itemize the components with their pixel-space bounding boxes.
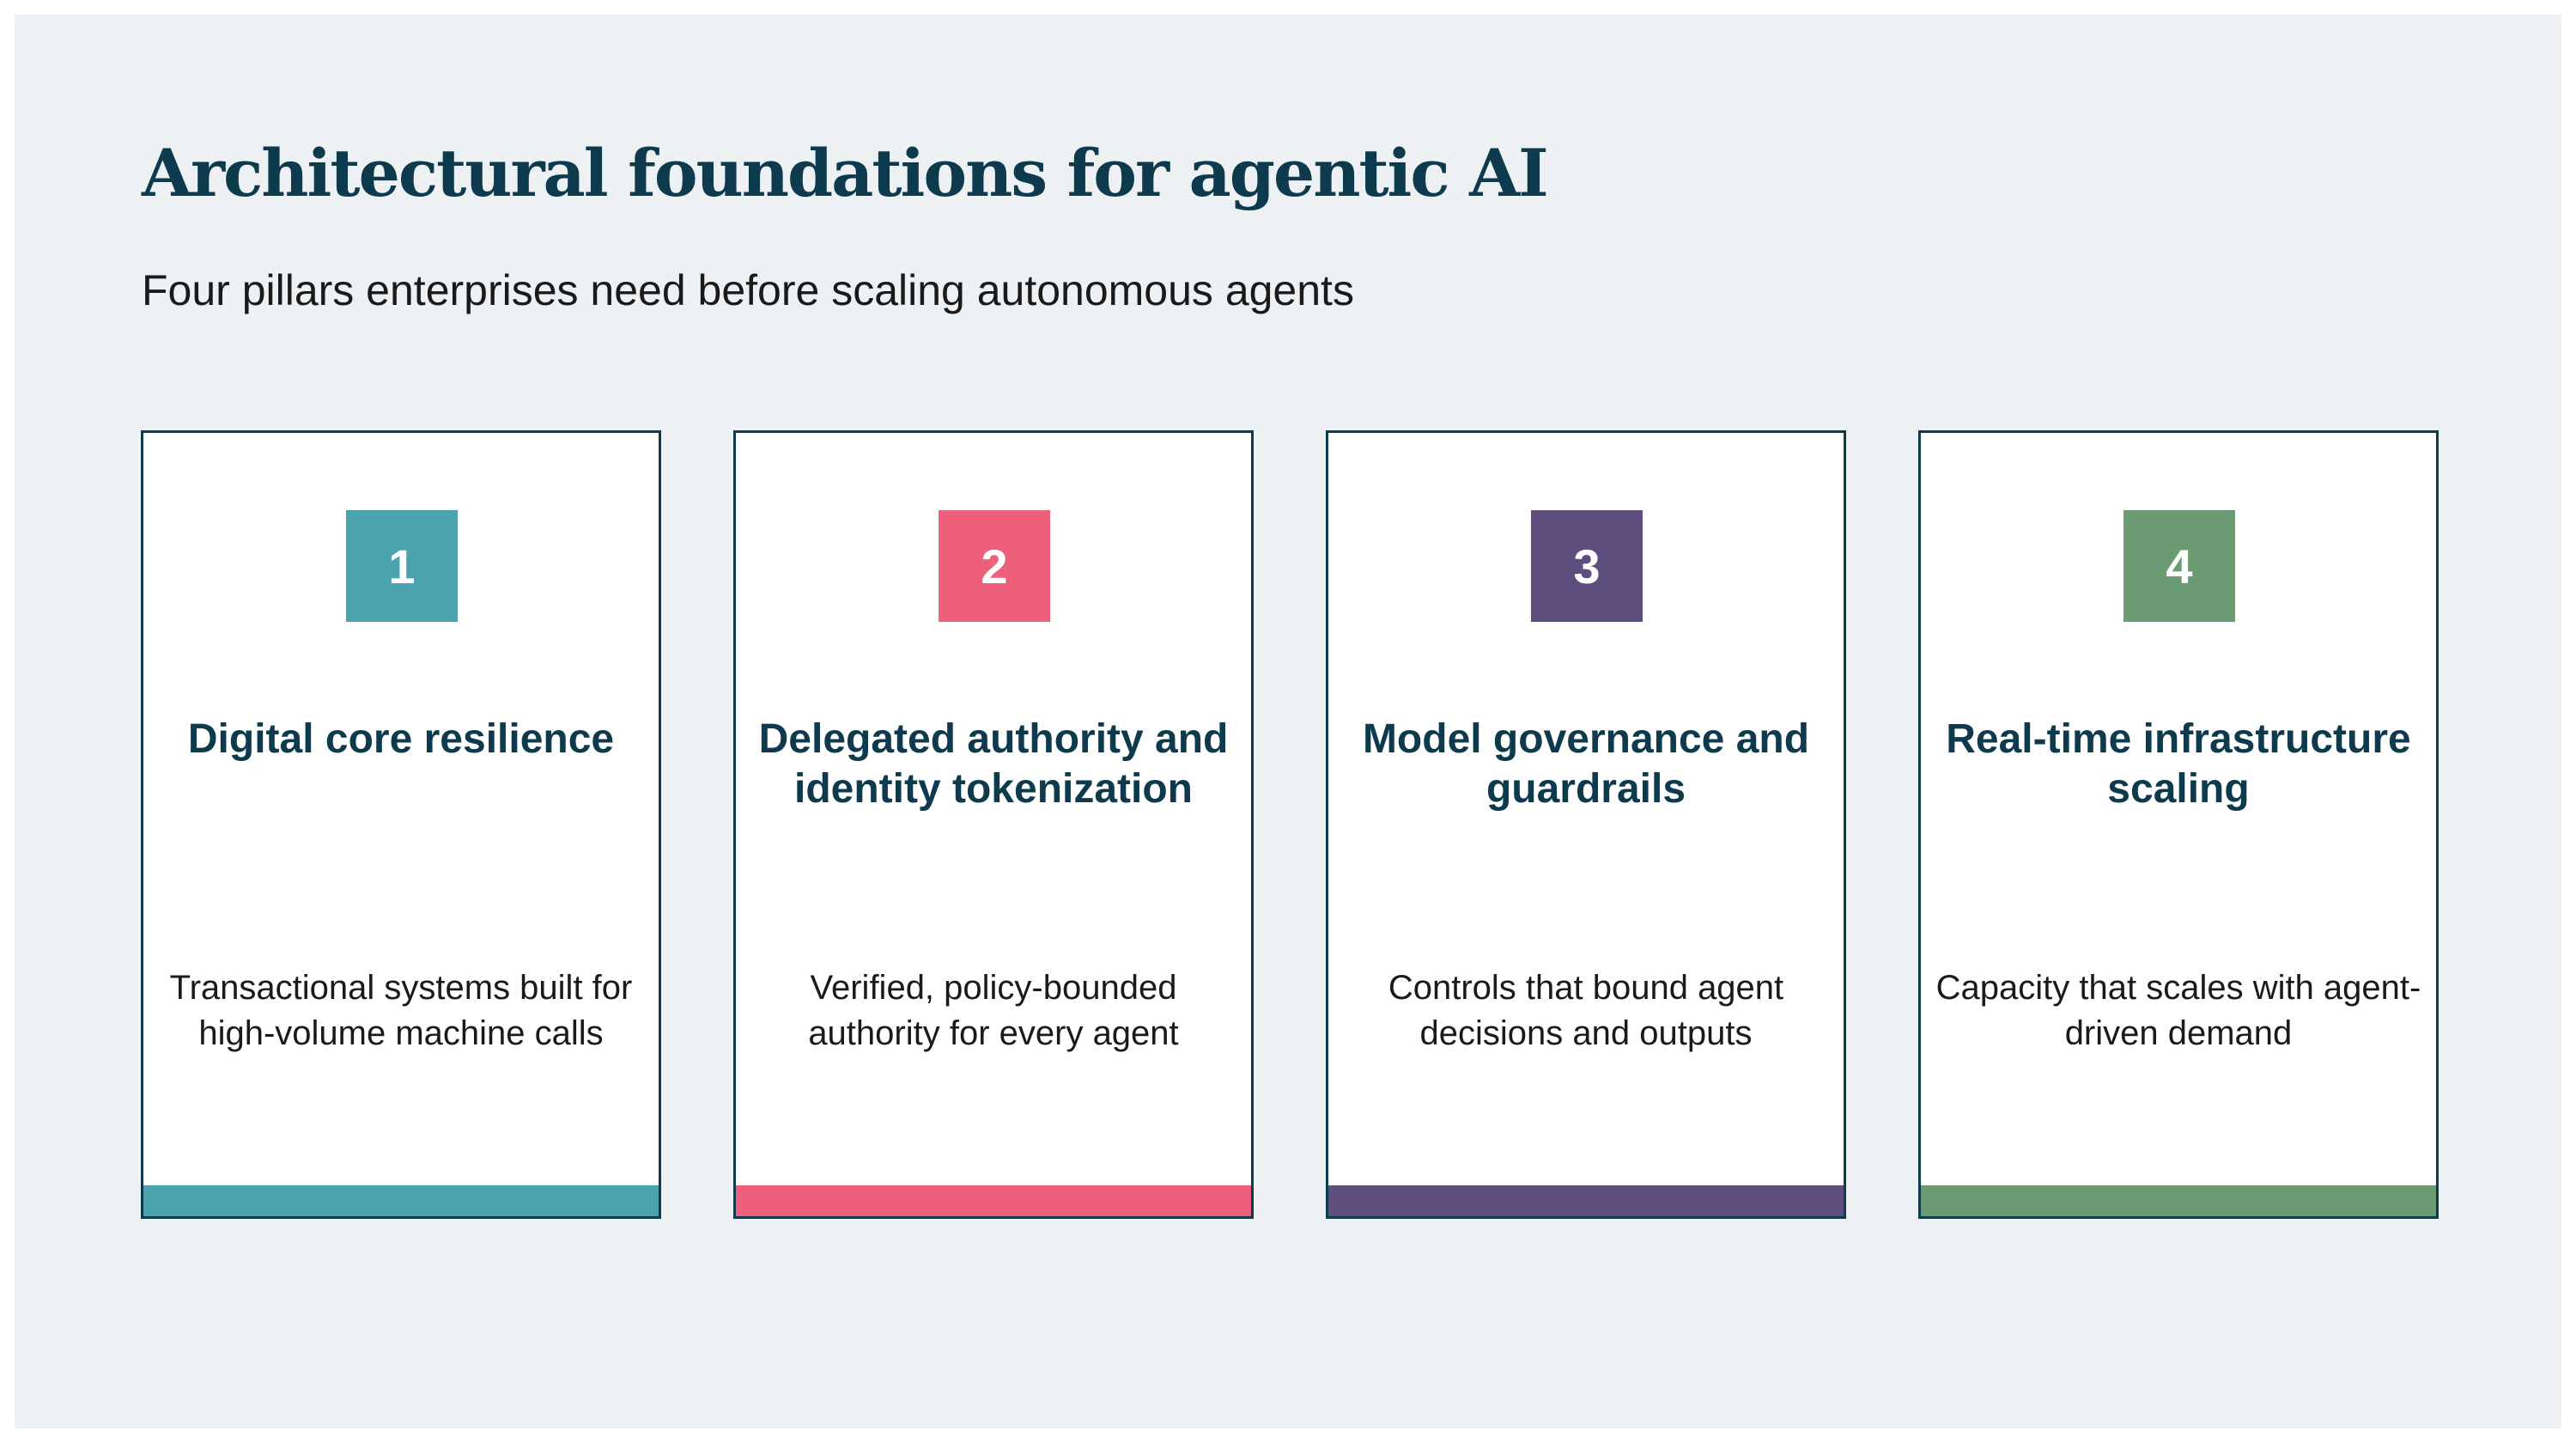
pillar-number-badge: 1 <box>346 510 458 622</box>
pillar-description: Transactional systems built for high-vol… <box>169 969 633 1052</box>
pillar-title: Digital core resilience <box>187 716 615 762</box>
pillar-accent-bar <box>1328 1185 1844 1216</box>
slide-title: Architectural foundations for agentic AI <box>142 135 1549 211</box>
pillar-card-4: 4 Real-time infrastructure scaling Capac… <box>1918 430 2439 1219</box>
pillar-number-badge: 3 <box>1531 510 1643 622</box>
pillar-title: Model governance and guardrails <box>1362 716 1810 812</box>
pillar-title: Real-time infrastructure scaling <box>1946 716 2411 812</box>
pillar-number-badge: 4 <box>2123 510 2235 622</box>
pillar-card-3: 3 Model governance and guardrails Contro… <box>1326 430 1846 1219</box>
pillar-card-1: 1 Digital core resilience Transactional … <box>141 430 661 1219</box>
pillar-number-badge: 2 <box>939 510 1050 622</box>
pillar-cards: 1 Digital core resilience Transactional … <box>141 430 2456 1219</box>
pillar-accent-bar <box>736 1185 1251 1216</box>
pillar-title: Delegated authority and identity tokeniz… <box>758 716 1229 812</box>
pillar-accent-bar <box>1921 1185 2436 1216</box>
pillar-description: Verified, policy-bounded authority for e… <box>808 969 1179 1052</box>
pillar-description: Capacity that scales with agent-driven d… <box>1935 969 2421 1052</box>
pillar-description: Controls that bound agent decisions and … <box>1388 969 1784 1052</box>
slide-subtitle: Four pillars enterprises need before sca… <box>142 266 1354 314</box>
pillar-card-2: 2 Delegated authority and identity token… <box>733 430 1254 1219</box>
slide: Architectural foundations for agentic AI… <box>15 15 2561 1428</box>
pillar-accent-bar <box>143 1185 659 1216</box>
